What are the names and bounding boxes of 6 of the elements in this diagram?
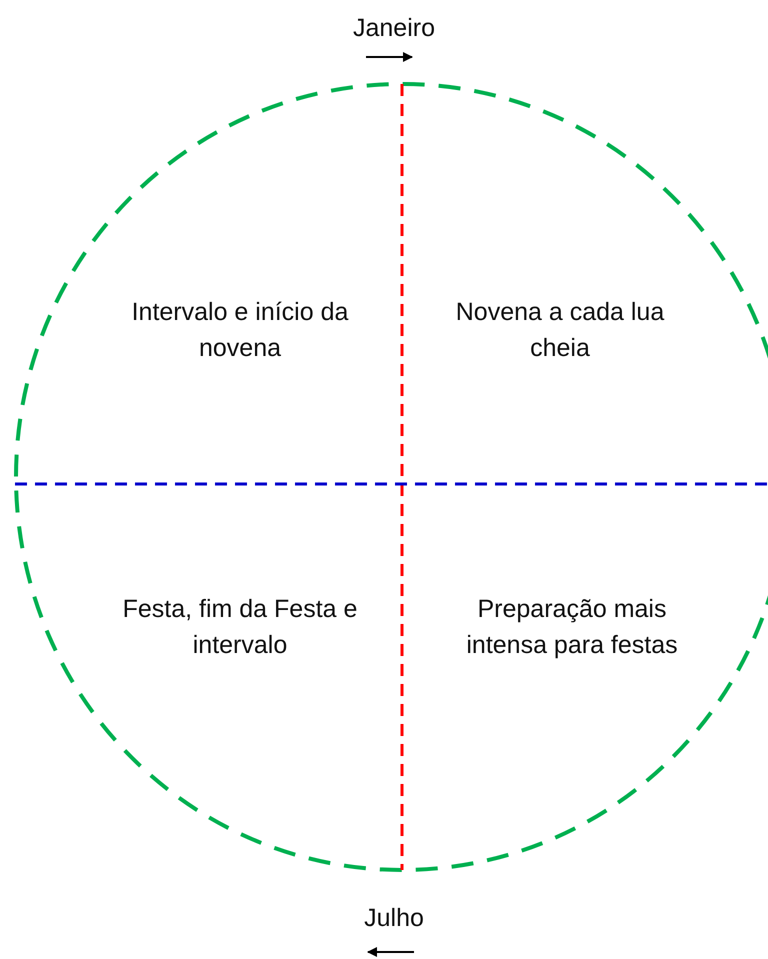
month-label: Julho xyxy=(363,903,425,934)
quadrant-label: Preparação mais intensa para festas xyxy=(465,594,679,661)
quadrant-label: Festa, fim da Festa e intervalo xyxy=(122,594,358,661)
month-label: Janeiro xyxy=(352,13,436,44)
quadrant-label: Novena a cada lua cheia xyxy=(454,297,666,364)
quadrant-label: Intervalo e início da novena xyxy=(130,297,350,364)
